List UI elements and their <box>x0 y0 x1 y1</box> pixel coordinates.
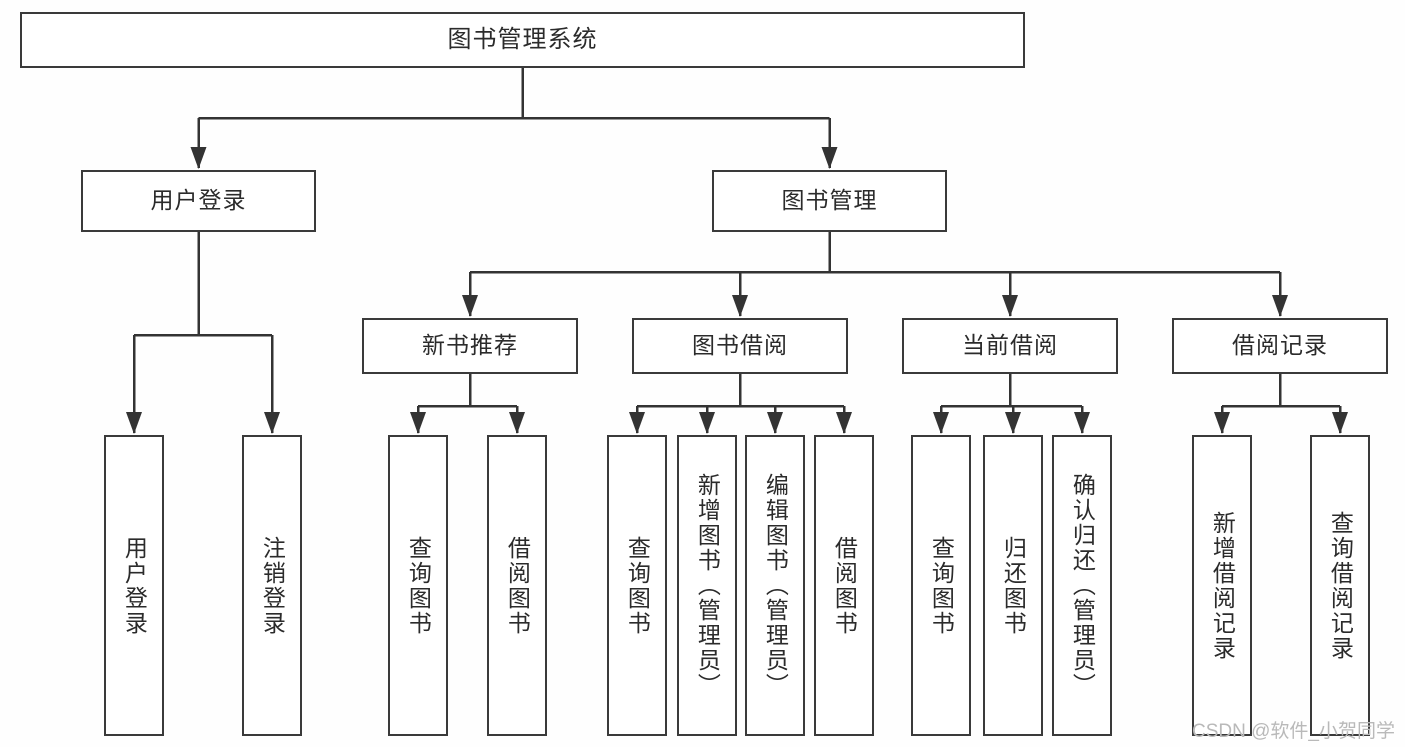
node-new-book-recommend-label: 新书推荐 <box>422 332 518 359</box>
node-leaf-edit-book[interactable]: 编辑图书（管理员） <box>745 435 805 736</box>
node-leaf-return-book[interactable]: 归还图书 <box>983 435 1043 736</box>
node-leaf-borrow-book-1-label: 借阅图书 <box>504 535 531 636</box>
node-leaf-return-book-label: 归还图书 <box>1000 535 1027 636</box>
node-leaf-user-login[interactable]: 用户登录 <box>104 435 164 736</box>
node-leaf-user-logout-label: 注销登录 <box>259 535 286 636</box>
node-leaf-borrow-book-1[interactable]: 借阅图书 <box>487 435 547 736</box>
node-leaf-borrow-book-2[interactable]: 借阅图书 <box>814 435 874 736</box>
node-leaf-query-book-1[interactable]: 查询图书 <box>388 435 448 736</box>
node-user-login-label: 用户登录 <box>150 187 247 214</box>
node-leaf-query-book-3-label: 查询图书 <box>928 535 955 636</box>
node-leaf-borrow-book-2-label: 借阅图书 <box>831 535 858 636</box>
node-leaf-add-book[interactable]: 新增图书（管理员） <box>677 435 737 736</box>
node-root[interactable]: 图书管理系统 <box>20 12 1025 68</box>
node-leaf-query-book-1-label: 查询图书 <box>405 535 432 636</box>
node-leaf-add-record[interactable]: 新增借阅记录 <box>1192 435 1252 736</box>
node-leaf-confirm-return-label: 确认归还（管理员） <box>1069 473 1096 698</box>
node-book-borrow-label: 图书借阅 <box>692 332 788 359</box>
node-leaf-query-record[interactable]: 查询借阅记录 <box>1310 435 1370 736</box>
node-book-borrow[interactable]: 图书借阅 <box>632 318 848 374</box>
node-leaf-confirm-return[interactable]: 确认归还（管理员） <box>1052 435 1112 736</box>
node-leaf-edit-book-label: 编辑图书（管理员） <box>762 473 789 698</box>
watermark: CSDN @软件_小贺同学 <box>1192 721 1395 742</box>
node-book-manage[interactable]: 图书管理 <box>712 170 947 232</box>
node-leaf-query-book-3[interactable]: 查询图书 <box>911 435 971 736</box>
node-book-manage-label: 图书管理 <box>781 187 878 214</box>
node-leaf-add-book-label: 新增图书（管理员） <box>694 473 721 698</box>
node-leaf-user-logout[interactable]: 注销登录 <box>242 435 302 736</box>
node-new-book-recommend[interactable]: 新书推荐 <box>362 318 578 374</box>
node-leaf-query-book-2[interactable]: 查询图书 <box>607 435 667 736</box>
node-user-login[interactable]: 用户登录 <box>81 170 316 232</box>
node-leaf-query-record-label: 查询借阅记录 <box>1327 510 1354 661</box>
node-borrow-record[interactable]: 借阅记录 <box>1172 318 1388 374</box>
node-current-borrow-label: 当前借阅 <box>962 332 1058 359</box>
node-leaf-user-login-label: 用户登录 <box>121 535 148 636</box>
node-leaf-query-book-2-label: 查询图书 <box>624 535 651 636</box>
node-borrow-record-label: 借阅记录 <box>1232 332 1328 359</box>
node-root-label: 图书管理系统 <box>447 25 598 53</box>
node-leaf-add-record-label: 新增借阅记录 <box>1209 510 1236 661</box>
node-current-borrow[interactable]: 当前借阅 <box>902 318 1118 374</box>
